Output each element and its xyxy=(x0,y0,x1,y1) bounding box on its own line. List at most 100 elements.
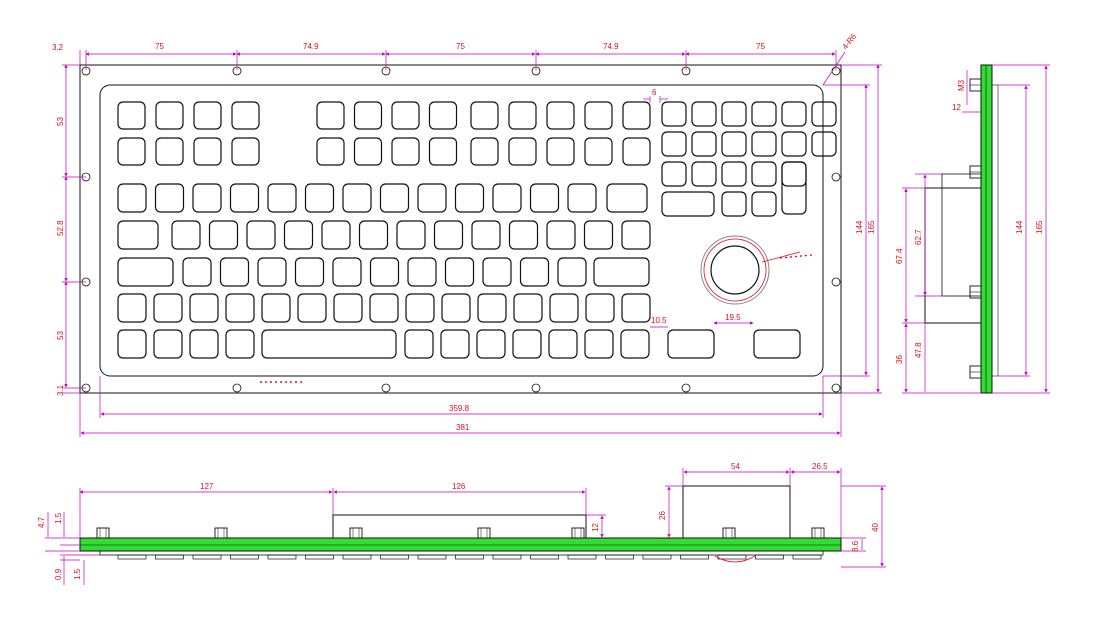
dim-left-2: 52.8 xyxy=(56,220,65,236)
key xyxy=(661,161,687,187)
key xyxy=(753,329,801,359)
key xyxy=(512,329,542,359)
dim-bottom-left-span: 127 xyxy=(200,482,214,491)
dim-hole-pitch-5: 75 xyxy=(756,42,765,51)
key xyxy=(189,329,219,359)
bottom-stud xyxy=(477,527,491,539)
key xyxy=(396,220,426,250)
outer-plate xyxy=(79,64,842,394)
key xyxy=(332,257,362,287)
key xyxy=(304,183,335,213)
key xyxy=(751,131,777,157)
key xyxy=(546,137,575,166)
key xyxy=(182,257,212,287)
bottom-keycap xyxy=(680,554,709,560)
key xyxy=(404,329,434,359)
dim-bottom-left-3: 0.9 xyxy=(54,568,63,580)
key xyxy=(508,220,539,250)
key xyxy=(567,183,597,213)
key xyxy=(316,137,345,166)
key xyxy=(353,137,383,166)
key xyxy=(513,293,543,323)
key xyxy=(407,257,437,287)
key xyxy=(584,329,614,359)
dim-hole-pitch-1: 75 xyxy=(155,42,164,51)
key xyxy=(267,183,297,213)
key xyxy=(246,220,276,250)
bottom-stud xyxy=(96,527,110,539)
bottom-stud xyxy=(349,527,363,539)
key xyxy=(117,257,174,287)
bottom-keycap xyxy=(567,554,597,560)
corner-radius-note: 4-R6 xyxy=(840,32,858,52)
dim-bottom-left-1: 4.7 xyxy=(37,516,46,528)
dim-side-inner: 144 xyxy=(1015,220,1024,234)
key xyxy=(661,101,687,127)
bottom-keycap xyxy=(192,554,222,560)
bottom-keycap xyxy=(492,554,522,560)
key xyxy=(333,293,363,323)
key xyxy=(261,293,291,323)
key xyxy=(471,220,501,250)
trackball xyxy=(700,235,813,305)
key xyxy=(316,101,345,130)
key xyxy=(751,191,777,217)
bottom-stud xyxy=(214,527,228,539)
key xyxy=(508,137,537,166)
key xyxy=(193,137,222,166)
dim-right-outer-height: 165 xyxy=(867,220,876,234)
bottom-view: 127 126 54 26.5 4.7 1.5 0.9 1.5 12 26 8.… xyxy=(37,462,886,585)
bottom-stud xyxy=(722,527,736,539)
key xyxy=(208,220,239,250)
key xyxy=(667,329,715,359)
inner-panel xyxy=(99,84,824,377)
key xyxy=(621,293,651,323)
key xyxy=(294,257,325,287)
key xyxy=(661,191,715,217)
dim-trackball-key-width: 19.5 xyxy=(725,313,741,322)
key xyxy=(193,101,222,130)
key xyxy=(470,137,499,166)
key xyxy=(155,137,184,166)
key xyxy=(257,257,287,287)
dim-side-stud-len: 12 xyxy=(952,103,961,112)
mount-hole xyxy=(831,383,841,393)
mount-hole xyxy=(681,383,691,393)
dim-key-gap: 6 xyxy=(652,88,657,97)
dim-bottom-controller: 126 xyxy=(452,482,466,491)
key xyxy=(153,329,183,359)
key xyxy=(454,183,485,213)
mount-hole xyxy=(232,383,242,393)
dim-edge-offset: 3.2 xyxy=(52,43,64,52)
key xyxy=(225,293,255,323)
side-pcb xyxy=(980,64,993,394)
key xyxy=(492,183,522,213)
dim-bottom-total-depth: 40 xyxy=(871,523,880,532)
key xyxy=(620,329,650,359)
key xyxy=(691,161,717,187)
key xyxy=(369,257,400,287)
dim-hole-pitch-4: 74.9 xyxy=(603,42,619,51)
dim-bottom-trackball-width: 54 xyxy=(731,462,740,471)
dim-right-inner-height: 144 xyxy=(855,220,864,234)
bottom-keycaps xyxy=(117,554,822,560)
key xyxy=(508,101,537,130)
key xyxy=(369,293,399,323)
key xyxy=(261,329,397,359)
mount-hole xyxy=(381,383,391,393)
dim-bottom-pcb-thickness: 8.6 xyxy=(851,540,860,552)
key xyxy=(117,101,146,130)
bottom-keycap xyxy=(267,554,297,560)
key xyxy=(476,329,506,359)
key xyxy=(721,101,747,127)
front-view: 3.2 75 74.9 75 74.9 75 4-R6 6 53 52.8 53… xyxy=(52,32,882,437)
key xyxy=(155,101,184,130)
dim-side-lower-2: 47.8 xyxy=(914,342,923,358)
key xyxy=(297,293,327,323)
dim-outer-width: 381 xyxy=(456,423,470,432)
key xyxy=(751,101,777,127)
key xyxy=(546,101,575,130)
key xyxy=(219,257,250,287)
dim-bottom-controller-height: 12 xyxy=(591,523,600,532)
